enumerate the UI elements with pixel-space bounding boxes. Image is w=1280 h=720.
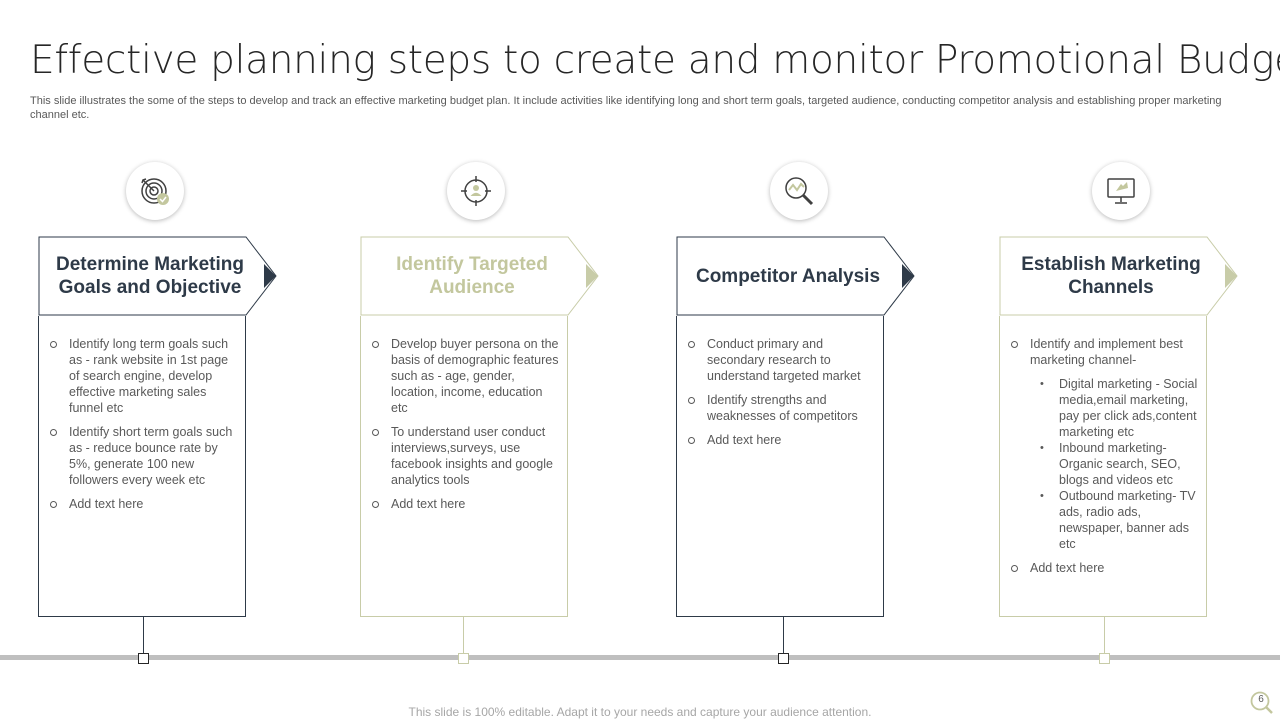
page-number: 6 [1258, 694, 1264, 705]
step-3-body: Conduct primary and secondary research t… [676, 316, 884, 617]
step-3-bullet: Conduct primary and secondary research t… [687, 336, 877, 384]
step-4-sub-bullet: Inbound marketing- Organic search, SEO, … [1030, 440, 1200, 488]
step-2-bullet-list: Develop buyer persona on the basis of de… [371, 336, 561, 520]
step-4-bullet-text: Identify and implement best marketing ch… [1030, 337, 1183, 367]
step-1-bullet: Identify short term goals such as - redu… [49, 424, 239, 488]
step-4-bullet-list: Identify and implement best marketing ch… [1010, 336, 1200, 584]
step-4-sub-list: Digital marketing - Social media,email m… [1030, 376, 1200, 552]
step-3-icon-circle [770, 162, 828, 220]
step-3-bullet: Identify strengths and weaknesses of com… [687, 392, 877, 424]
timeline-marker [778, 653, 789, 664]
step-2-body: Develop buyer persona on the basis of de… [360, 316, 568, 617]
step-2-header: Identify Targeted Audience [360, 236, 600, 316]
step-4-header: Establish Marketing Channels [999, 236, 1239, 316]
slide-subtitle: This slide illustrates the some of the s… [30, 95, 1222, 121]
step-4-sub-bullet: Outbound marketing- TV ads, radio ads, n… [1030, 488, 1200, 552]
step-4-sub-bullet: Digital marketing - Social media,email m… [1030, 376, 1200, 440]
step-3-stem [783, 617, 784, 658]
step-1-title: Determine Marketing Goals and Objective [56, 254, 244, 298]
step-1-bullet: Add text here [49, 496, 239, 512]
step-2-stem [463, 617, 464, 658]
step-3-bullet: Add text here [687, 432, 877, 448]
step-4-bullet: Add text here [1010, 560, 1200, 576]
step-4-icon-circle [1092, 162, 1150, 220]
step-1-icon-circle [126, 162, 184, 220]
step-4-stem [1104, 617, 1105, 658]
step-2-bullet: Develop buyer persona on the basis of de… [371, 336, 561, 416]
step-1-body: Identify long term goals such as - rank … [38, 316, 246, 617]
step-4-body: Identify and implement best marketing ch… [999, 316, 1207, 617]
timeline-marker [138, 653, 149, 664]
timeline-bar [0, 655, 1280, 660]
monitor-icon [1107, 178, 1135, 204]
step-1-stem [143, 617, 144, 658]
audience-target-icon [461, 176, 491, 206]
step-1-bullet-list: Identify long term goals such as - rank … [49, 336, 239, 520]
step-3-bullet-list: Conduct primary and secondary research t… [687, 336, 877, 456]
target-icon [141, 178, 169, 205]
step-2-title: Identify Targeted Audience [396, 254, 548, 298]
step-2-bullet: Add text here [371, 496, 561, 512]
zoom-magnifier-icon [1250, 691, 1273, 714]
step-3-header: Competitor Analysis [676, 236, 916, 316]
slide-footer: This slide is 100% editable. Adapt it to… [408, 705, 872, 719]
analysis-magnifier-icon [785, 177, 814, 206]
timeline-marker [1099, 653, 1110, 664]
step-1-header: Determine Marketing Goals and Objective [38, 236, 278, 316]
step-4-bullet: Identify and implement best marketing ch… [1010, 336, 1200, 552]
step-4-title: Establish Marketing Channels [1021, 254, 1201, 298]
step-2-bullet: To understand user conduct interviews,su… [371, 424, 561, 488]
timeline-marker [458, 653, 469, 664]
step-2-icon-circle [447, 162, 505, 220]
step-3-title: Competitor Analysis [695, 265, 881, 287]
step-1-bullet: Identify long term goals such as - rank … [49, 336, 239, 416]
slide-title: Effective planning steps to create and m… [30, 38, 1280, 83]
